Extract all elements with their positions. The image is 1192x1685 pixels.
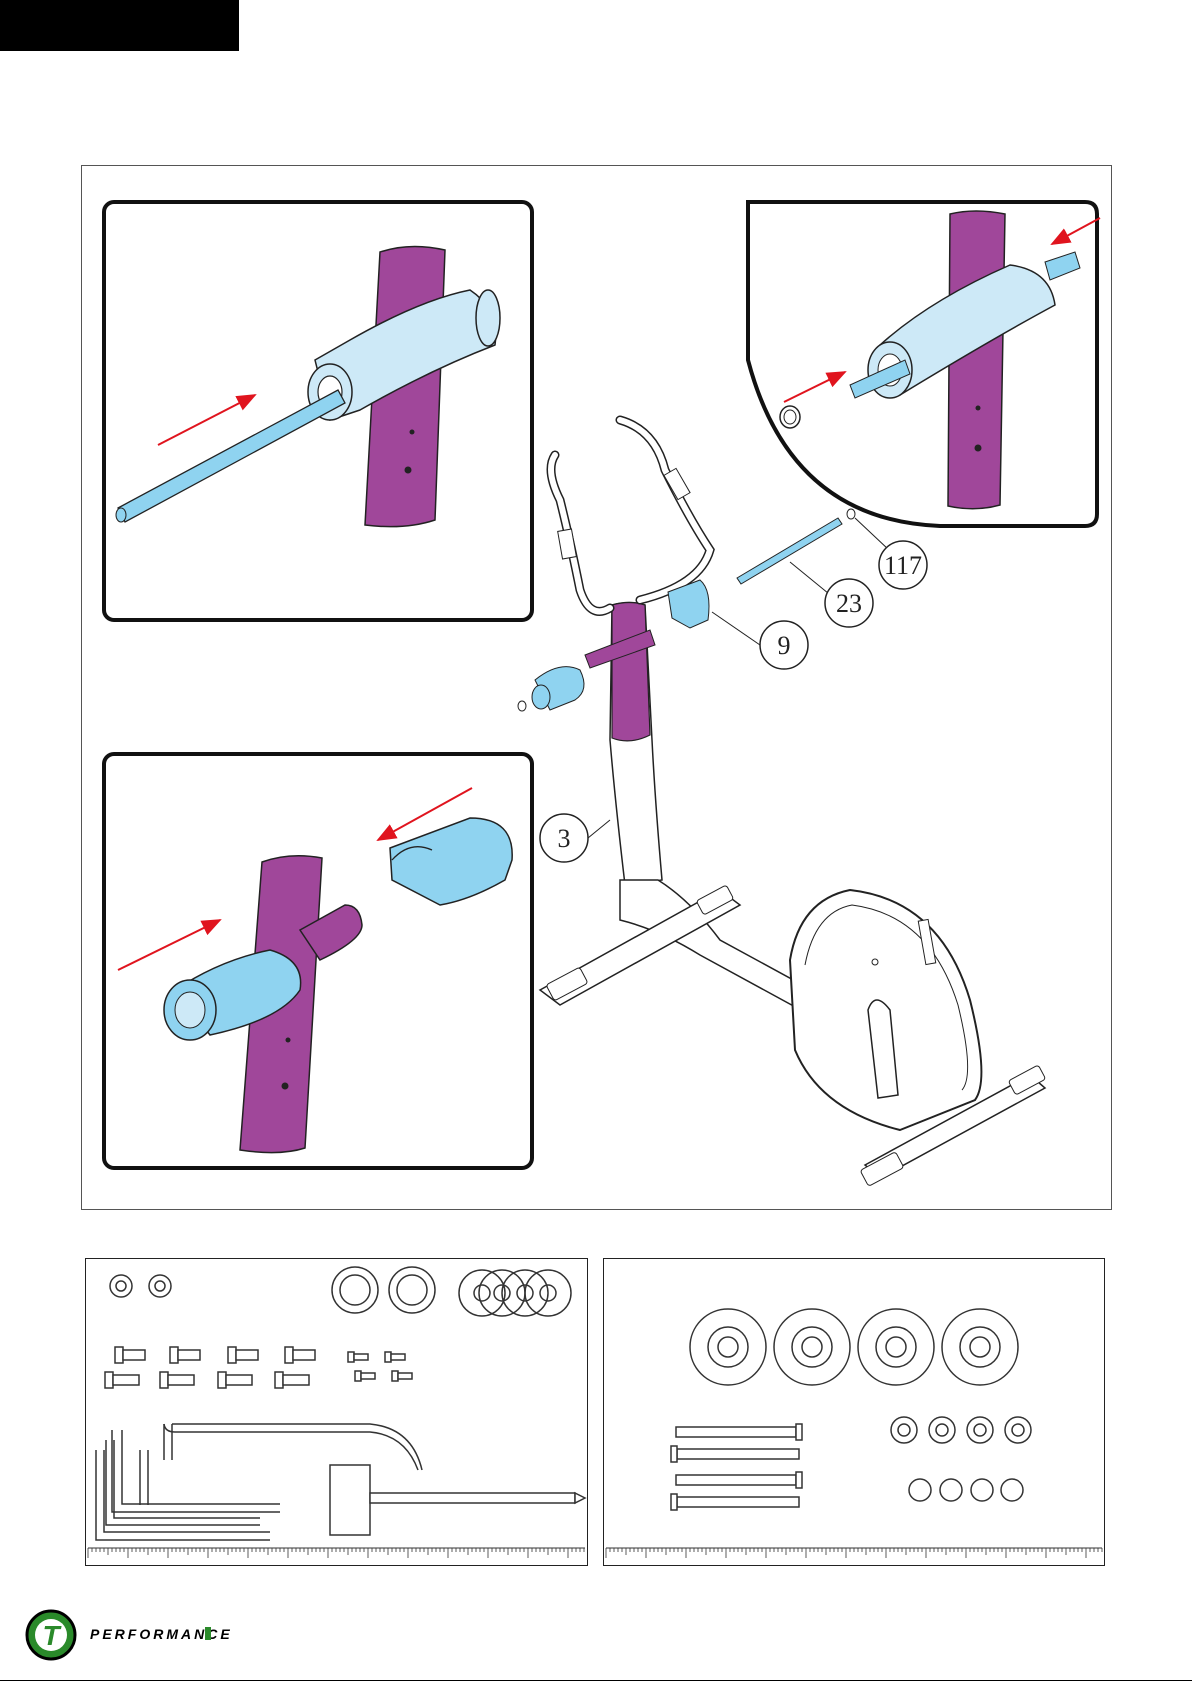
brand-name: PERFORMANCE — [90, 1626, 233, 1642]
hardware-knobs — [690, 1309, 1018, 1385]
hardware-washers-right — [891, 1417, 1031, 1501]
hardware-washers-large — [332, 1267, 571, 1316]
brand-logo: T — [24, 1608, 78, 1662]
hardware-long-bolts — [671, 1424, 802, 1510]
hardware-allen-keys — [96, 1424, 422, 1540]
footer-rule — [0, 1680, 1192, 1681]
hardware-screwdriver — [330, 1465, 585, 1535]
hardware-washers-small — [110, 1275, 171, 1297]
brand-logo-letter: T — [42, 1620, 62, 1651]
hardware-bolts-short — [105, 1347, 412, 1388]
brand-accent-bar — [205, 1627, 211, 1640]
